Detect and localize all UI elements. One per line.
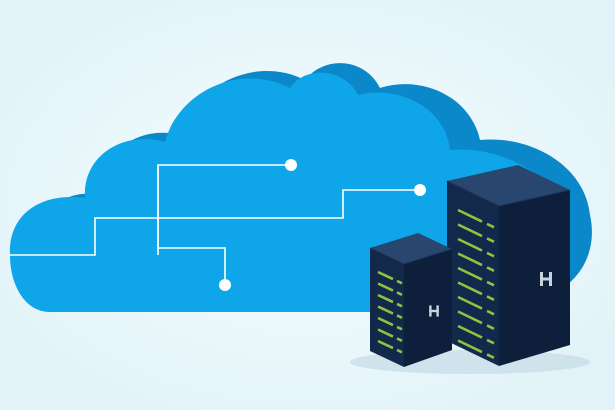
server-large-edge (446, 180, 571, 207)
server-large-side (499, 190, 570, 366)
server-led (486, 251, 495, 258)
server-logo-icon (429, 305, 439, 317)
server-led (486, 295, 495, 301)
server-led (457, 295, 483, 310)
server-led (396, 314, 403, 319)
server-small-top (370, 233, 452, 264)
server-led (486, 237, 495, 243)
circuit-node (285, 159, 297, 171)
server-led (457, 339, 483, 354)
server-small-leds (377, 270, 403, 354)
server-led (486, 309, 495, 316)
server-led (396, 279, 403, 285)
server-led (457, 237, 483, 252)
server-led (486, 324, 495, 330)
server-led (396, 325, 403, 331)
server-led (377, 293, 394, 304)
server-large-leds (457, 208, 495, 359)
server-logo-icon (540, 272, 552, 286)
server-led (377, 305, 394, 315)
server-small-edge (369, 247, 453, 265)
server-led (377, 339, 394, 350)
server-led (486, 222, 495, 229)
circuit-line-lower (158, 247, 226, 285)
server-led (396, 337, 403, 342)
server-led (457, 324, 483, 339)
server-led (457, 208, 483, 223)
server-led (486, 266, 495, 272)
server-led (486, 280, 495, 287)
server-large-front (447, 181, 499, 366)
circuit-lines (10, 164, 420, 285)
server-led (457, 310, 483, 325)
server-led (486, 338, 495, 345)
server-led (486, 353, 495, 359)
circuit-nodes (219, 159, 426, 291)
server-rack-icon (446, 165, 571, 366)
server-led (457, 223, 483, 238)
server-led (377, 270, 394, 281)
server-led (377, 328, 394, 338)
server-led (457, 266, 483, 281)
server-led (377, 282, 394, 292)
server-led (396, 291, 403, 296)
server-led (457, 281, 483, 296)
server-led (457, 252, 483, 267)
server-led (396, 302, 403, 308)
circuit-node (414, 184, 426, 196)
server-led (396, 348, 403, 354)
circuit-node (219, 279, 231, 291)
server-led (377, 316, 394, 327)
circuit-line-main (10, 189, 420, 256)
server-small-side (404, 249, 452, 367)
server-small-front (370, 248, 404, 367)
server-rack-icon (369, 233, 453, 367)
